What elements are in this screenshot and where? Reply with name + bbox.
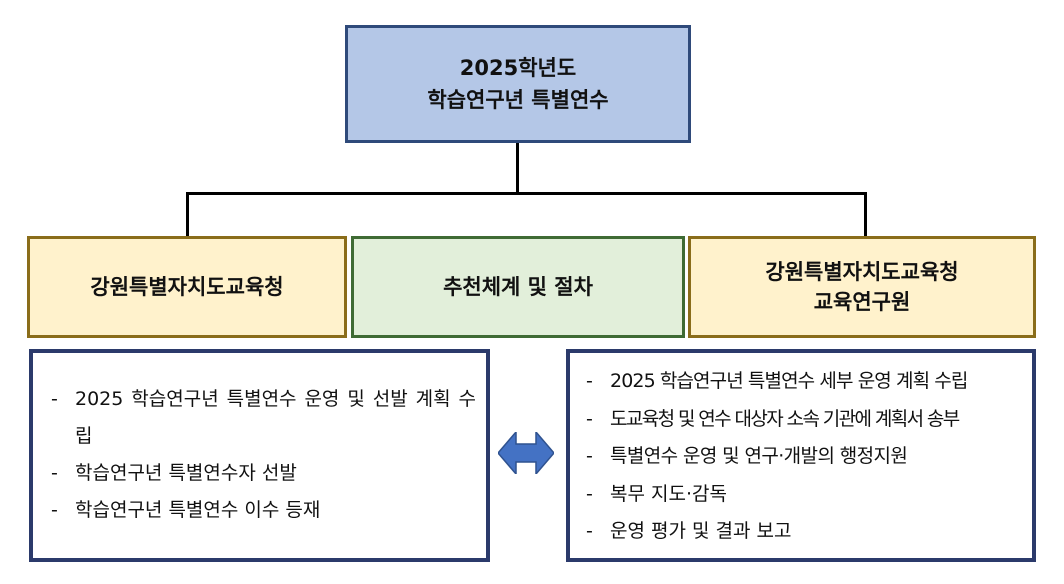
list-item-text: 학습연구년 특별연수자 선발 — [75, 462, 297, 484]
list-item-text: 2025 학습연구년 특별연수 세부 운영 계획 수립 — [610, 370, 968, 392]
top-title-line1: 2025학년도 — [459, 56, 577, 80]
left-org-label: 강원특별자치도교육청 — [90, 275, 284, 299]
connector-right-drop — [864, 192, 867, 237]
double-arrow-icon — [498, 432, 554, 474]
list-item: - 복무 지도·감독 — [586, 476, 1026, 514]
list-item: - 2025 학습연구년 특별연수 운영 및 선발 계획 수립 — [51, 381, 476, 455]
list-item-text: 도교육청 및 연수 대상자 소속 기관에 계획서 송부 — [610, 407, 960, 430]
list-item-text: 운영 평가 및 결과 보고 — [610, 520, 792, 543]
double-arrow-shape — [498, 432, 554, 474]
connector-horizontal — [186, 192, 867, 195]
list-item: - 운영 평가 및 결과 보고 — [586, 513, 1026, 551]
bullet-dash: - — [586, 445, 593, 468]
list-item: - 학습연구년 특별연수 이수 등재 — [51, 492, 476, 529]
right-detail-box: - 2025 학습연구년 특별연수 세부 운영 계획 수립 - 도교육청 및 연… — [566, 349, 1036, 562]
list-item: - 2025 학습연구년 특별연수 세부 운영 계획 수립 — [586, 363, 1026, 401]
top-title-box: 2025학년도 학습연구년 특별연수 — [345, 25, 691, 143]
connector-trunk — [516, 143, 519, 193]
bullet-dash: - — [586, 407, 593, 430]
bullet-dash: - — [586, 370, 593, 392]
list-item-text: 학습연구년 특별연수 이수 등재 — [75, 499, 321, 521]
left-detail-box: - 2025 학습연구년 특별연수 운영 및 선발 계획 수립 - 학습연구년 … — [29, 349, 490, 562]
center-process-label: 추천체계 및 절차 — [443, 275, 593, 299]
list-item: - 학습연구년 특별연수자 선발 — [51, 455, 476, 492]
bullet-dash: - — [586, 520, 593, 543]
list-item: - 특별연수 운영 및 연구·개발의 행정지원 — [586, 438, 1026, 476]
right-org-label-line2: 교육연구원 — [813, 290, 911, 314]
connector-left-drop — [186, 192, 189, 237]
bullet-dash: - — [51, 499, 58, 521]
bullet-dash: - — [51, 388, 58, 410]
center-process-box: 추천체계 및 절차 — [351, 236, 685, 338]
left-org-box: 강원특별자치도교육청 — [27, 236, 347, 338]
bullet-dash: - — [51, 462, 58, 484]
top-title-line2: 학습연구년 특별연수 — [427, 88, 609, 112]
list-item: - 도교육청 및 연수 대상자 소속 기관에 계획서 송부 — [586, 401, 1026, 439]
bullet-dash: - — [586, 482, 593, 505]
right-org-box: 강원특별자치도교육청 교육연구원 — [688, 236, 1036, 338]
list-item-text: 복무 지도·감독 — [610, 482, 727, 505]
list-item-text: 2025 학습연구년 특별연수 운영 및 선발 계획 수립 — [75, 388, 476, 447]
list-item-text: 특별연수 운영 및 연구·개발의 행정지원 — [610, 445, 908, 468]
right-org-label-line1: 강원특별자치도교육청 — [765, 260, 959, 284]
